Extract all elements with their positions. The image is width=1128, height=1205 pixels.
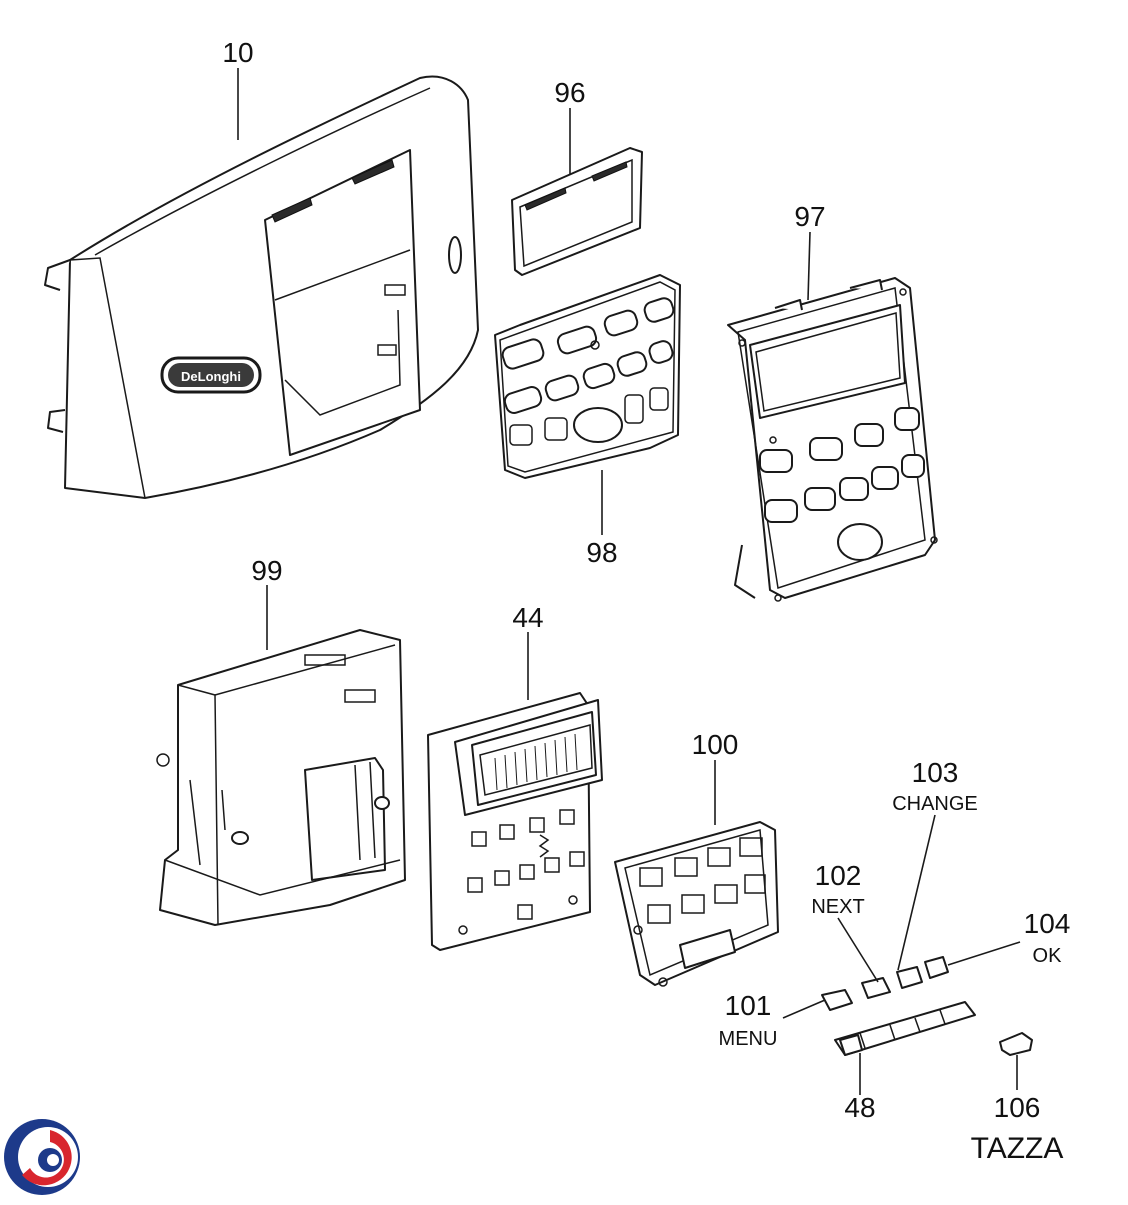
part-100-button-carrier (614, 821, 779, 987)
part-48-key-strip (834, 1001, 976, 1056)
button-keys-row (821, 956, 949, 1011)
label-103-change: CHANGE (892, 793, 978, 815)
label-96: 96 (554, 77, 585, 108)
label-104-ok: OK (1033, 945, 1063, 967)
label-97: 97 (794, 201, 825, 232)
part-96-window-plate (511, 147, 643, 276)
part-98-rubber-keypad (494, 274, 681, 479)
label-48: 48 (844, 1092, 875, 1123)
label-102: 102 (815, 860, 862, 891)
label-99: 99 (251, 555, 282, 586)
label-106: 106 (994, 1092, 1041, 1123)
leader-lines (237, 68, 1021, 1095)
label-44: 44 (512, 602, 543, 633)
label-10: 10 (222, 37, 253, 68)
brand-wordmark: DeLonghi (181, 369, 241, 384)
part-10-front-cover: DeLonghi (44, 75, 479, 499)
label-101: 101 (725, 990, 772, 1021)
part-106-cup-button (999, 1032, 1033, 1056)
part-97-front-panel (727, 277, 938, 602)
label-98: 98 (586, 537, 617, 568)
part-number-labels: 10 96 97 98 99 44 100 103 CHANGE 102 NEX… (222, 37, 1070, 1165)
part-44-circuit-board (427, 692, 603, 951)
label-102-next: NEXT (811, 896, 864, 918)
corner-logo-icon (4, 1119, 80, 1195)
label-106-tazza: TAZZA (971, 1132, 1064, 1165)
label-100: 100 (692, 729, 739, 760)
part-99-rear-frame (156, 629, 406, 926)
label-104: 104 (1024, 908, 1071, 939)
label-101-menu: MENU (719, 1028, 778, 1050)
label-103: 103 (912, 757, 959, 788)
